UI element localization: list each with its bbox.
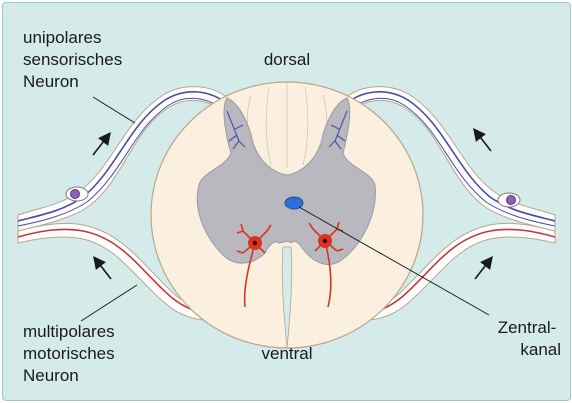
motor-neuron-label: multipolares motorisches Neuron [23, 322, 119, 385]
arrow-icon [477, 133, 491, 151]
sensory-soma-icon [498, 193, 520, 207]
arrow-icon [93, 137, 107, 155]
leader-line-motor [81, 285, 137, 321]
sensory-soma-icon [66, 187, 88, 201]
arrow-icon [475, 261, 489, 279]
sensory-neuron-label: unipolares sensorisches Neuron [23, 28, 127, 91]
ventral-label: ventral [261, 344, 312, 363]
central-canal-label: Zentral- kanal [498, 318, 561, 359]
spinal-cord-diagram: unipolares sensorisches Neuron dorsal ve… [3, 3, 570, 400]
leader-line-sensory [93, 97, 135, 123]
arrow-icon [97, 261, 111, 279]
dorsal-label: dorsal [264, 50, 310, 69]
